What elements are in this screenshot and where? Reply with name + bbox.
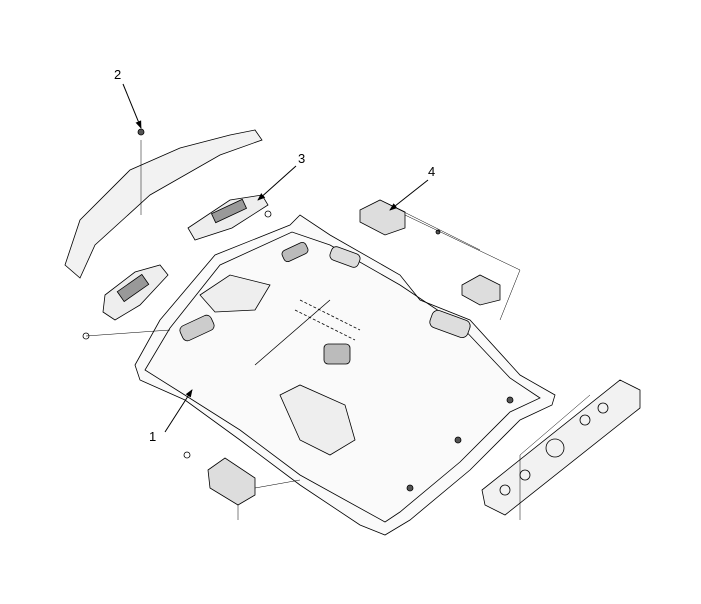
arrow-2 [122, 83, 142, 129]
callout-3: 3 [298, 151, 306, 166]
callout-2: 2 [114, 67, 122, 82]
headliner-panel [134, 214, 556, 536]
callout-1: 1 [149, 429, 157, 444]
arrow-1 [164, 389, 193, 433]
sunvisor-right [187, 194, 269, 241]
arrow-4 [389, 179, 429, 211]
sunvisor-left [102, 264, 169, 321]
callout-4: 4 [428, 164, 436, 179]
front-rail [64, 129, 263, 279]
arrow-3 [257, 165, 297, 201]
